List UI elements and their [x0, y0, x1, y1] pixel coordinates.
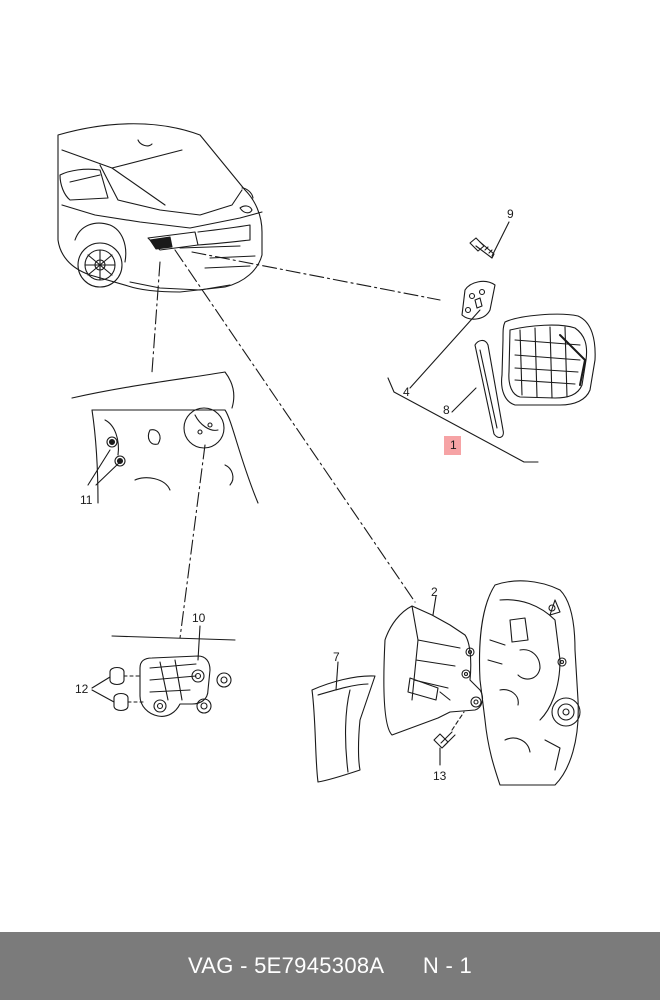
car-rear-illustration	[57, 123, 263, 293]
bolts-12	[91, 666, 147, 712]
footer-separator: -	[233, 953, 255, 978]
screw-9	[469, 221, 510, 259]
seal-strip-8	[451, 339, 504, 439]
leader-lines	[151, 249, 441, 639]
callout-12: 12	[75, 682, 89, 696]
footer-brand: VAG	[187, 953, 234, 978]
callout-11: 11	[80, 493, 93, 507]
parts-diagram	[57, 123, 596, 786]
callout-8: 8	[443, 403, 450, 417]
trim-panel-7	[311, 661, 376, 783]
lamp-housing-2	[383, 595, 484, 736]
screw-13	[433, 711, 465, 766]
callout-10: 10	[192, 611, 206, 625]
bracket-10	[111, 625, 236, 717]
mounting-plate-4	[409, 280, 496, 389]
footer-gap	[384, 953, 422, 979]
callout-13: 13	[433, 769, 447, 783]
callout-2: 2	[431, 585, 438, 599]
callout-4: 4	[403, 385, 410, 399]
footer-bar: VAG - 5E7945308A N - 1	[0, 932, 660, 1000]
callout-7: 7	[333, 650, 340, 664]
callout-9: 9	[507, 207, 514, 221]
tail-lamp-1	[387, 313, 596, 463]
callout-1-highlighted: 1	[444, 436, 461, 455]
body-panel	[478, 580, 581, 786]
detail-inset-11	[71, 371, 259, 504]
footer-position-label: N - 1	[422, 953, 473, 978]
footer-part-number: 5E7945308A	[254, 953, 385, 978]
